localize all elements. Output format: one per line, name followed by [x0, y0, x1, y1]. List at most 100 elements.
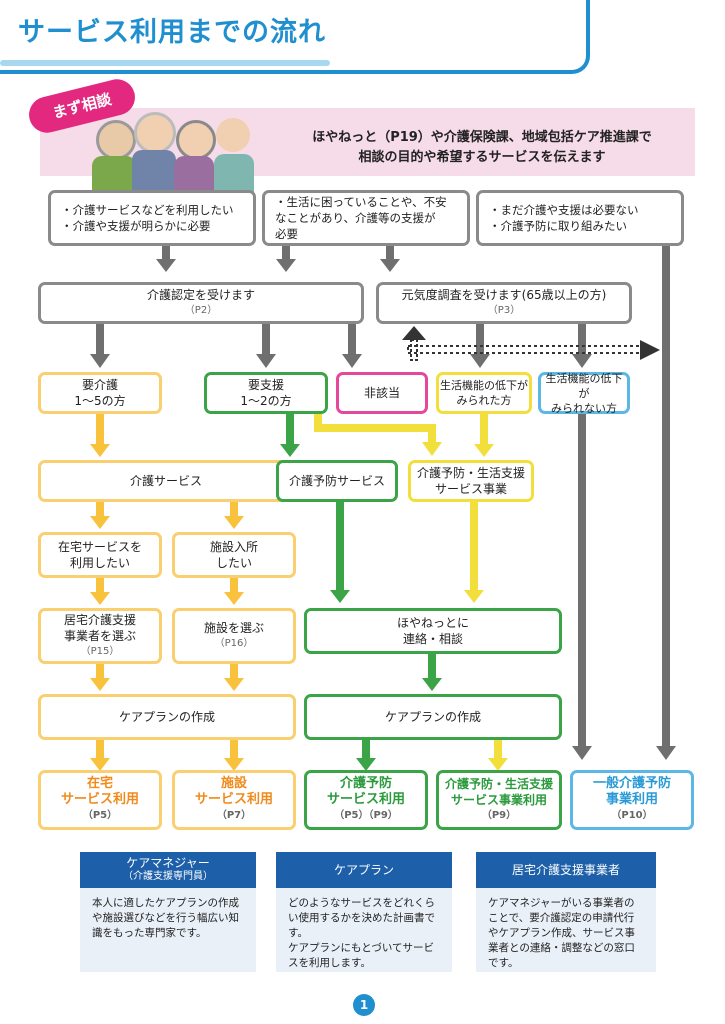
certification-page: （P2）	[184, 305, 218, 316]
home-want-line: 在宅サービスを	[57, 540, 142, 554]
outcome-page: （P5）（P9）	[334, 810, 398, 821]
glossary-body-line: 本人に適したケアプランの作成	[92, 897, 239, 909]
glossary-body-line: ケアプランにもとづいてサービ	[288, 942, 435, 954]
level-care-box: 要介護 1～5の方	[38, 372, 162, 414]
outcome-line: 事業利用	[605, 792, 658, 807]
situation-line: ・介護や支援が明らかに必要	[61, 219, 211, 233]
level-support-box: 要支援 1～2の方	[204, 372, 328, 414]
not-applicable-label: 非該当	[363, 386, 400, 400]
glossary-body: どのようなサービスをどれくら い使用するかを決めた計画書で す。 ケアプランにも…	[276, 888, 452, 971]
page-number: 1	[353, 994, 375, 1016]
not-applicable-box: 非該当	[336, 372, 428, 414]
elderly-group-illustration	[92, 112, 257, 192]
outcome-page: （P5）	[82, 810, 118, 821]
glossary-title: 居宅介護支援事業者	[511, 863, 620, 877]
careplan-label: ケアプランの作成	[384, 710, 481, 724]
level-range: 1～2の方	[240, 394, 292, 408]
situation-box-worried: ・生活に困っていることや、不安 なことがあり、介護等の支援が 必要	[262, 190, 470, 246]
level-label: 要介護	[81, 378, 118, 392]
checklist-box: 元気度調査を受けます(65歳以上の方) （P3）	[376, 282, 632, 324]
no-decline-box: 生活機能の低下が みられない方	[538, 371, 630, 415]
outcome-line: サービス利用	[326, 792, 405, 807]
careplan-label: ケアプランの作成	[118, 710, 215, 724]
page-title: サービス利用までの流れ	[18, 17, 326, 48]
situation-box-care-needed: ・介護サービスなどを利用したい ・介護や支援が明らかに必要	[48, 190, 256, 246]
careplan-box-prevention: ケアプランの作成	[304, 694, 562, 740]
glossary-body-line: ことで、要介護認定の申請代行	[488, 912, 635, 924]
facility-want-box: 施設入所 したい	[172, 532, 296, 578]
care-service-box: 介護サービス	[38, 460, 294, 502]
prevention-service-box: 介護予防サービス	[276, 460, 398, 502]
no-decline-line: みられない方	[551, 401, 617, 415]
glossary-body-line: やケアプラン作成、サービス事	[488, 927, 635, 939]
contact-line: 連絡・相談	[402, 632, 463, 646]
glossary-body-line: 識をもった専門家です。	[92, 927, 207, 939]
decline-line: 生活機能の低下が	[440, 379, 528, 392]
outcome-facility-service: 施設 サービス利用 （P7）	[172, 770, 296, 830]
contact-box: ほやねっとに 連絡・相談	[304, 608, 562, 654]
prevention-life-line: 介護予防・生活支援	[416, 466, 525, 480]
outcome-general-prevention: 一般介護予防 事業利用 （P10）	[570, 770, 694, 830]
glossary-body-line: ケアマネジャーがいる事業者の	[488, 897, 635, 909]
checklist-page: （P3）	[487, 305, 521, 316]
glossary-body-line: や施設選びなどを行う幅広い知	[92, 912, 239, 924]
careplan-box-care: ケアプランの作成	[38, 694, 296, 740]
outcome-prevention-service: 介護予防 サービス利用 （P5）（P9）	[304, 770, 428, 830]
glossary-care-support-provider: 居宅介護支援事業者 ケアマネジャーがいる事業者の ことで、要介護認定の申請代行 …	[476, 852, 656, 972]
certification-label: 介護認定を受けます	[146, 288, 255, 302]
glossary-care-manager: ケアマネジャー （介護支援専門員） 本人に適したケアプランの作成 や施設選びなど…	[80, 852, 256, 972]
situation-line: ・介護予防に取り組みたい	[489, 219, 627, 233]
choose-facility-label: 施設を選ぶ	[203, 621, 264, 635]
glossary-body-line: どのようなサービスをどれくら	[288, 897, 435, 909]
glossary-title: ケアプラン	[333, 863, 394, 877]
glossary-body-line: 業者との連絡・調整などの窓口	[488, 942, 635, 954]
prevention-life-line: サービス事業	[434, 482, 507, 496]
glossary-header: ケアマネジャー （介護支援専門員）	[80, 852, 256, 888]
consult-line-1: ほやねっと（P19）や介護保険課、地域包括ケア推進課で	[312, 130, 652, 145]
outcome-line: 施設	[220, 776, 247, 791]
outcome-line: サービス利用	[194, 792, 273, 807]
outcome-prevention-life-service: 介護予防・生活支援 サービス事業利用 （P9）	[436, 770, 562, 830]
outcome-line: 一般介護予防	[592, 776, 671, 791]
glossary-body-line: スを利用します。	[288, 957, 371, 969]
outcome-line: 介護予防	[339, 776, 392, 791]
glossary-body: ケアマネジャーがいる事業者の ことで、要介護認定の申請代行 やケアプラン作成、サ…	[476, 888, 656, 971]
glossary-subtitle: （介護支援専門員）	[123, 871, 213, 882]
level-range: 1～5の方	[74, 394, 126, 408]
situation-line: 必要	[275, 227, 298, 241]
prevention-service-label: 介護予防サービス	[288, 474, 385, 488]
outcome-page: （P10）	[611, 810, 653, 821]
home-want-box: 在宅サービスを 利用したい	[38, 532, 162, 578]
glossary-body-line: い使用するかを決めた計画書で	[288, 912, 435, 924]
outcome-line: 介護予防・生活支援	[444, 777, 553, 791]
situation-box-prevention: ・まだ介護や支援は必要ない ・介護予防に取り組みたい	[476, 190, 684, 246]
glossary-body: 本人に適したケアプランの作成 や施設選びなどを行う幅広い知 識をもった専門家です…	[80, 888, 256, 941]
facility-want-line: 施設入所	[209, 540, 258, 554]
consult-line-2: 相談の目的や希望するサービスを伝えます	[358, 150, 606, 165]
checklist-label: 元気度調査を受けます(65歳以上の方)	[401, 288, 607, 302]
level-label: 要支援	[247, 378, 284, 392]
outcome-line: サービス利用	[60, 792, 139, 807]
home-want-line: 利用したい	[69, 556, 130, 570]
outcome-page: （P7）	[216, 810, 252, 821]
outcome-line: サービス事業利用	[450, 793, 547, 807]
prevention-life-box: 介護予防・生活支援 サービス事業	[408, 460, 534, 502]
choose-provider-page: （P15）	[80, 646, 120, 657]
decline-line: みられた方	[456, 394, 512, 407]
outcome-home-service: 在宅 サービス利用 （P5）	[38, 770, 162, 830]
outcome-page: （P9）	[481, 810, 517, 821]
facility-want-line: したい	[215, 556, 252, 570]
choose-provider-line: 事業者を選ぶ	[63, 629, 136, 643]
certification-box: 介護認定を受けます （P2）	[38, 282, 364, 324]
glossary-body-line: す。	[288, 927, 308, 939]
decline-box: 生活機能の低下が みられた方	[436, 372, 532, 414]
choose-provider-box: 居宅介護支援 事業者を選ぶ （P15）	[38, 608, 162, 664]
situation-line: ・まだ介護や支援は必要ない	[489, 203, 639, 217]
no-decline-line: 生活機能の低下が	[545, 371, 623, 400]
glossary-care-plan: ケアプラン どのようなサービスをどれくら い使用するかを決めた計画書で す。 ケ…	[276, 852, 452, 972]
choose-facility-box: 施設を選ぶ （P16）	[172, 608, 296, 664]
consult-text: ほやねっと（P19）や介護保険課、地域包括ケア推進課で 相談の目的や希望するサー…	[262, 128, 702, 168]
glossary-body-line: です。	[488, 957, 519, 969]
choose-facility-page: （P16）	[214, 638, 254, 649]
